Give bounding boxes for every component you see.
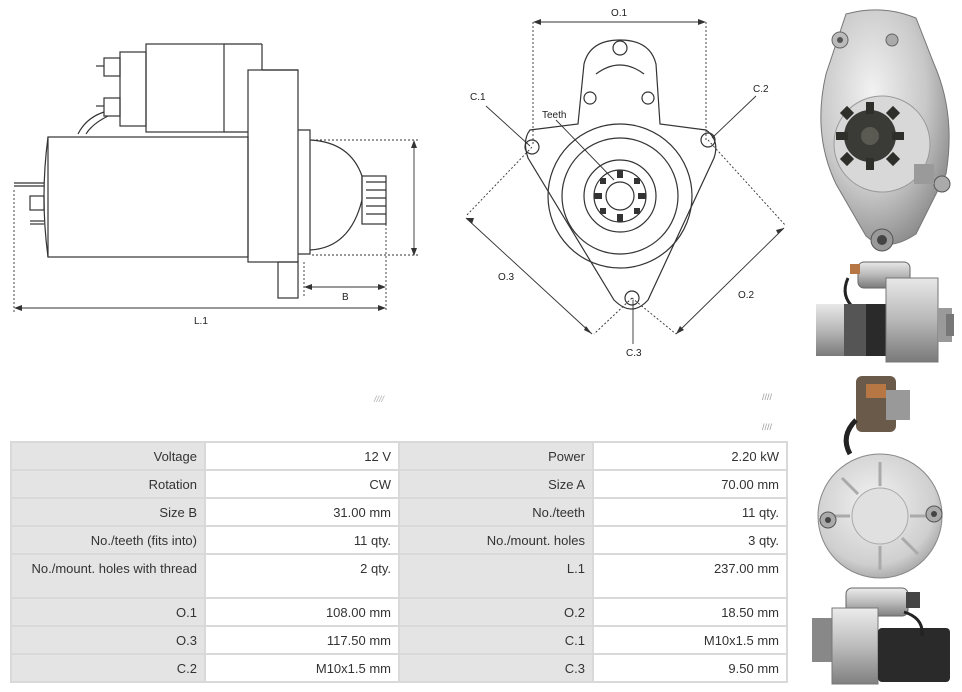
- table-row: Rotation CW Size A 70.00 mm: [10, 469, 788, 499]
- spec-value: M10x1.5 mm: [592, 625, 788, 655]
- label-o1: O.1: [611, 8, 628, 19]
- spec-value: 9.50 mm: [592, 653, 788, 683]
- spec-value: 11 qty.: [204, 525, 400, 555]
- label-c3: C.3: [626, 348, 642, 359]
- label-o3: O.3: [498, 272, 515, 283]
- spec-value: 70.00 mm: [592, 469, 788, 499]
- spec-key: O.3: [10, 625, 206, 655]
- spec-key: L.1: [398, 553, 594, 599]
- table-row: No./teeth (fits into) 11 qty. No./mount.…: [10, 525, 788, 555]
- faint-mark-right-1: ////: [762, 392, 773, 402]
- faint-mark-right-2: ////: [762, 422, 773, 432]
- table-row: No./mount. holes with thread 2 qty. L.1 …: [10, 553, 788, 599]
- spec-key: No./mount. holes: [398, 525, 594, 555]
- spec-key: Power: [398, 441, 594, 471]
- spec-value: 3 qty.: [592, 525, 788, 555]
- spec-key: Voltage: [10, 441, 206, 471]
- table-row: C.2 M10x1.5 mm C.3 9.50 mm: [10, 653, 788, 683]
- product-photo-rear[interactable]: [806, 370, 958, 582]
- spec-value: 237.00 mm: [592, 553, 788, 599]
- side-view-diagram: A B L.1: [13, 43, 418, 327]
- spec-table: Voltage 12 V Power 2.20 kW Rotation CW S…: [10, 441, 788, 683]
- spec-key: Size A: [398, 469, 594, 499]
- spec-value: 2 qty.: [204, 553, 400, 599]
- spec-value: CW: [204, 469, 400, 499]
- spec-value: 2.20 kW: [592, 441, 788, 471]
- table-row: O.3 117.50 mm C.1 M10x1.5 mm: [10, 625, 788, 655]
- spec-key: C.2: [10, 653, 206, 683]
- spec-key: C.3: [398, 653, 594, 683]
- spec-value: 117.50 mm: [204, 625, 400, 655]
- spec-key: O.1: [10, 597, 206, 627]
- spec-value: 108.00 mm: [204, 597, 400, 627]
- spec-value: M10x1.5 mm: [204, 653, 400, 683]
- front-view-diagram: O.1 O.2 O.3 C.1 C.2 C.3 Teeth: [465, 8, 787, 359]
- spec-key: Rotation: [10, 469, 206, 499]
- faint-mark-left: ////: [374, 394, 385, 404]
- spec-value: 31.00 mm: [204, 497, 400, 527]
- product-photo-side-2[interactable]: [806, 584, 958, 690]
- spec-key: No./teeth: [398, 497, 594, 527]
- spec-key: No./mount. holes with thread: [10, 553, 206, 599]
- label-l1: L.1: [194, 316, 208, 327]
- label-b: B: [342, 292, 349, 303]
- spec-key: O.2: [398, 597, 594, 627]
- label-o2: O.2: [738, 290, 755, 301]
- product-photo-front[interactable]: [806, 4, 958, 254]
- label-teeth: Teeth: [542, 110, 566, 121]
- table-row: O.1 108.00 mm O.2 18.50 mm: [10, 597, 788, 627]
- product-photo-side[interactable]: [806, 256, 958, 366]
- label-c1: C.1: [470, 92, 486, 103]
- spec-key: No./teeth (fits into): [10, 525, 206, 555]
- label-c2: C.2: [753, 84, 769, 95]
- spec-value: 11 qty.: [592, 497, 788, 527]
- spec-value: 12 V: [204, 441, 400, 471]
- spec-key: Size B: [10, 497, 206, 527]
- table-row: Voltage 12 V Power 2.20 kW: [10, 441, 788, 471]
- spec-key: C.1: [398, 625, 594, 655]
- spec-value: 18.50 mm: [592, 597, 788, 627]
- table-row: Size B 31.00 mm No./teeth 11 qty.: [10, 497, 788, 527]
